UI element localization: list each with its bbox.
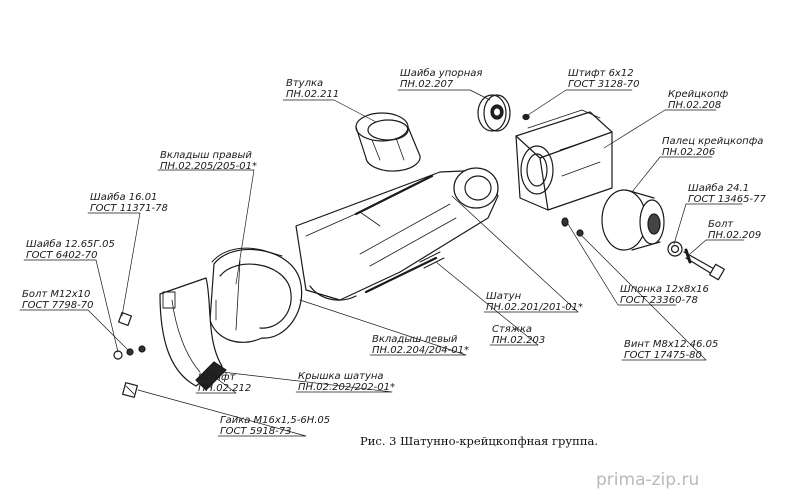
- washer-24-part: [667, 241, 683, 257]
- label-vkladysh-pravyi: Вкладыш правый ПН.02.205/205-01*: [160, 150, 257, 172]
- label-vint: Винт М8х12.46.05 ГОСТ 17475-80: [624, 339, 719, 361]
- label-gaika: Гайка М16х1,5-6Н.05 ГОСТ 5918-73: [220, 415, 331, 437]
- label-palets: Палец крейцкопфа ПН.02.206: [662, 136, 764, 158]
- label-kryshka: Крышка шатуна ПН.02.202/202-01*: [298, 371, 395, 393]
- label-kreitskopf: Крейцкопф ПН.02.208: [668, 89, 729, 111]
- label-vkladysh-levyi: Вкладыш левый ПН.02.204/204-01*: [372, 334, 469, 356]
- figure-caption: Рис. 3 Шатунно-крейцкопфная группа.: [360, 434, 598, 448]
- watermark-text: prima-zip.ru: [596, 470, 700, 490]
- crosshead-pin-part: [601, 189, 665, 251]
- tie-rod-part: [354, 174, 445, 294]
- bolt-right-part: [683, 248, 725, 281]
- pin-6x12-part: [522, 113, 530, 121]
- small-hardware: [113, 311, 146, 398]
- label-vtulka: Втулка ПН.02.211: [286, 78, 340, 100]
- label-shaiba-16: Шайба 16.01 ГОСТ 11371-78: [90, 192, 168, 214]
- label-shaiba-12: Шайба 12.65Г.05 ГОСТ 6402-70: [26, 239, 115, 261]
- label-shtift-bottom: Штифт ПН.02.212: [198, 372, 252, 394]
- crosshead-part: [515, 109, 613, 211]
- label-bolt-right: Болт ПН.02.209: [708, 219, 762, 241]
- connecting-rod-part: [295, 167, 499, 301]
- thrust-washer-part: [477, 94, 511, 132]
- key-part: [561, 217, 584, 237]
- label-shtift-6x12: Штифт 6х12 ГОСТ 3128-70: [568, 68, 640, 90]
- label-shponka: Шпонка 12х8х16 ГОСТ 23360-78: [620, 284, 709, 306]
- rod-cap-part: [159, 277, 227, 391]
- left-liner-part: [209, 248, 303, 343]
- right-liner-part: [211, 247, 283, 321]
- label-bolt-m12: Болт М12х10 ГОСТ 7798-70: [22, 289, 94, 311]
- bushing-part: [355, 112, 421, 172]
- label-shatun: Шатун ПН.02.201/201-01*: [486, 291, 583, 313]
- label-shaiba-upornaya: Шайба упорная ПН.02.207: [400, 68, 483, 90]
- leader-lines: [19, 89, 745, 437]
- label-shaiba-24: Шайба 24.1 ГОСТ 13465-77: [688, 183, 766, 205]
- label-styazhka: Стяжка ПН.02.203: [492, 324, 546, 346]
